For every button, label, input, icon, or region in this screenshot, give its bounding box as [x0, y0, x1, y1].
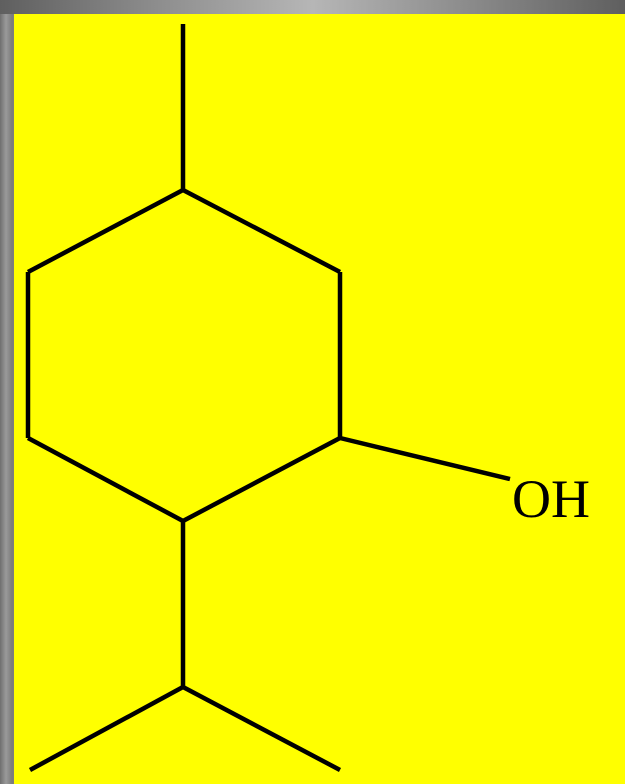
carbon-skeleton [25, 24, 511, 772]
hydroxyl-bond [339, 435, 511, 482]
ring-bond-top-left [26, 188, 185, 274]
top-frame-band [0, 0, 625, 14]
ring-bond-bottom-left [26, 436, 185, 523]
ring-bond-top-right [181, 188, 342, 274]
yellow-diagram-canvas [14, 14, 625, 784]
isopropyl-left-bond [28, 685, 185, 772]
isopropyl-right-bond [181, 685, 342, 772]
hydroxyl-group-label: OH [512, 469, 590, 529]
ring-bond-bottom-right [181, 436, 342, 523]
